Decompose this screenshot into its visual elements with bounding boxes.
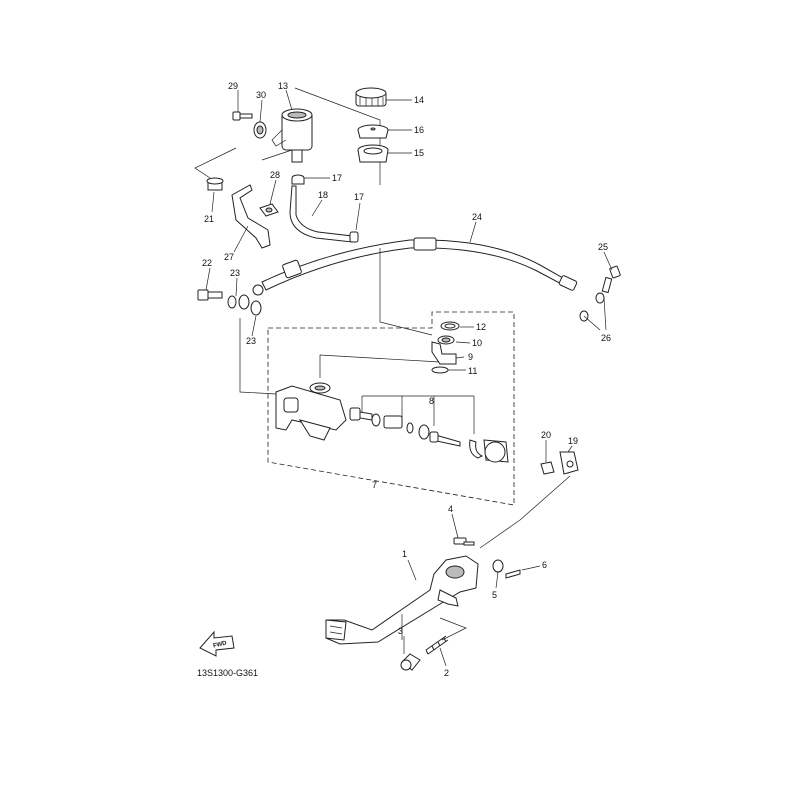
leader-lines xyxy=(205,89,613,667)
callout-14: 14 xyxy=(414,95,424,105)
part-10-washer xyxy=(437,335,455,345)
gasket-23-a xyxy=(227,295,237,309)
callout-20: 20 xyxy=(541,430,551,440)
callout-4: 4 xyxy=(448,504,453,514)
cotter-pin-6 xyxy=(505,569,521,579)
master-cylinder-body xyxy=(275,382,347,441)
brake-pedal xyxy=(325,555,479,645)
callout-19: 19 xyxy=(568,436,578,446)
bolt-29 xyxy=(232,111,253,121)
part-9-joint xyxy=(431,341,457,365)
callout-10: 10 xyxy=(472,338,482,348)
callout-26: 26 xyxy=(601,333,611,343)
fwd-label: FWD xyxy=(213,640,228,649)
clevis-guide-line xyxy=(479,475,571,549)
gasket-23-c xyxy=(250,300,262,316)
pedal-guide-lines xyxy=(401,614,467,641)
callout-3: 3 xyxy=(398,626,403,636)
reservoir-tank xyxy=(271,108,313,163)
hose-guide-lines xyxy=(239,248,441,395)
callout-11: 11 xyxy=(468,366,477,376)
washer-5 xyxy=(492,559,504,573)
callout-1: 1 xyxy=(402,549,407,559)
callout-17-lower: 17 xyxy=(354,192,364,202)
callout-13: 13 xyxy=(278,81,288,91)
callout-8: 8 xyxy=(429,396,434,406)
gasket-26-a xyxy=(595,292,605,304)
piston-kit-8 xyxy=(349,395,509,463)
part-12-oring xyxy=(440,321,460,331)
callout-21: 21 xyxy=(204,214,214,224)
callout-6: 6 xyxy=(542,560,547,570)
callout-15: 15 xyxy=(414,148,424,158)
hose-clip-upper xyxy=(291,174,305,185)
callout-30: 30 xyxy=(256,90,266,100)
callout-23-upper: 23 xyxy=(230,268,240,278)
pivot-bolt-4 xyxy=(453,537,475,546)
callout-29: 29 xyxy=(228,81,238,91)
reference-code: 13S1300-G361 xyxy=(197,668,258,678)
union-bolt-25 xyxy=(601,265,621,294)
callout-16: 16 xyxy=(414,125,424,135)
callout-23-lower: 23 xyxy=(246,336,256,346)
callout-24: 24 xyxy=(472,212,482,222)
callout-12: 12 xyxy=(476,322,486,332)
callout-27: 27 xyxy=(224,252,234,262)
callout-5: 5 xyxy=(492,590,497,600)
callout-7: 7 xyxy=(372,480,377,490)
union-bolt-22 xyxy=(197,289,223,301)
locknut-20 xyxy=(540,461,555,475)
clevis-19 xyxy=(559,451,579,475)
part-11-oring xyxy=(431,366,449,374)
return-spring-2 xyxy=(425,635,449,655)
nut-28 xyxy=(259,203,279,217)
callout-22: 22 xyxy=(202,258,212,268)
callout-labels: 1 2 3 4 5 6 7 8 9 10 11 12 13 14 15 16 1… xyxy=(202,81,611,678)
callout-18: 18 xyxy=(318,190,328,200)
callout-9: 9 xyxy=(468,352,473,362)
callout-2: 2 xyxy=(444,668,449,678)
collar-30 xyxy=(253,121,267,139)
callout-28: 28 xyxy=(270,170,280,180)
fwd-arrow-icon: FWD xyxy=(199,630,235,657)
hose-clip-lower xyxy=(349,231,359,243)
grommet-21 xyxy=(206,177,224,191)
gasket-23-b xyxy=(238,294,250,310)
callout-17-upper: 17 xyxy=(332,173,342,183)
reservoir-diaphragm xyxy=(357,144,389,163)
reservoir-bracket xyxy=(231,184,271,249)
callout-25: 25 xyxy=(598,242,608,252)
reservoir-plate xyxy=(357,124,389,139)
assembly-7-dashed-box xyxy=(267,311,515,506)
reservoir-cap xyxy=(355,87,387,107)
collar-3 xyxy=(400,653,421,671)
